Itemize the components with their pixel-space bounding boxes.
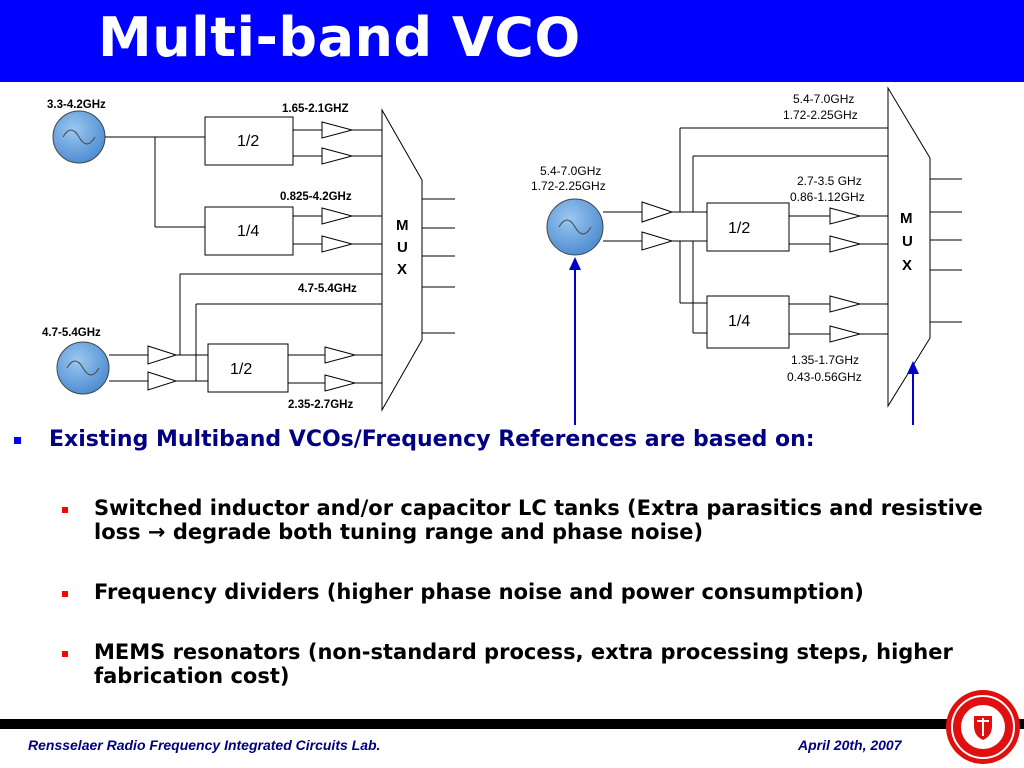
right-bot-freq-1: 1.35-1.7GHz	[791, 353, 859, 367]
right-mux	[887, 86, 931, 408]
left-divider-1-2-bottom	[207, 343, 289, 393]
left-mux-u: U	[397, 239, 408, 256]
right-mux-u: U	[902, 233, 913, 250]
right-mux-m: M	[900, 210, 913, 227]
left-div-label-b: 1/4	[237, 223, 259, 240]
bullet-marker-sub1	[62, 507, 68, 513]
right-mid-freq-1: 2.7-3.5 GHz	[797, 174, 862, 188]
right-top-freq-1: 5.4-7.0GHz	[793, 92, 854, 106]
right-mux-x: X	[902, 257, 912, 274]
left-band-4: 2.35-2.7GHz	[288, 399, 353, 411]
left-divider-1-4	[204, 206, 294, 256]
bullet-marker-sub2	[62, 591, 68, 597]
left-mux	[381, 108, 423, 412]
left-mux-m: M	[396, 217, 409, 234]
bullet-marker-main	[14, 437, 21, 444]
right-top-freq-2: 1.72-2.25GHz	[783, 108, 858, 122]
right-osc-freq-1: 5.4-7.0GHz	[540, 164, 601, 178]
left-mux-x: X	[397, 261, 407, 278]
left-band-2: 0.825-4.2GHz	[280, 191, 352, 203]
right-div-label-a: 1/2	[728, 220, 750, 237]
right-osc-freq-2: 1.72-2.25GHz	[531, 179, 606, 193]
bullet-main: Existing Multiband VCOs/Frequency Refere…	[49, 427, 815, 452]
left-diagram	[52, 108, 455, 412]
title-bar: Multi-band VCO	[0, 0, 1024, 82]
right-bot-freq-2: 0.43-0.56GHz	[787, 370, 862, 384]
bullet-sub-3: MEMS resonators (non-standard process, e…	[94, 640, 953, 688]
right-divider-1-4	[706, 295, 790, 349]
left-osc1-freq: 3.3-4.2GHz	[47, 99, 106, 111]
bullet-sub-2: Frequency dividers (higher phase noise a…	[94, 580, 864, 604]
slide-title: Multi-band VCO	[98, 6, 581, 69]
left-div-label-a: 1/2	[237, 133, 259, 150]
right-diagram	[546, 86, 962, 408]
footer-divider	[0, 719, 1024, 729]
vco-diagram: 3.3-4.2GHz 4.7-5.4GHz 1/2 1/4 1/2 1.65-2…	[42, 86, 962, 425]
footer-lab-name: Rensselaer Radio Frequency Integrated Ci…	[28, 737, 381, 753]
left-osc2-freq: 4.7-5.4GHz	[42, 327, 101, 339]
left-band-1: 1.65-2.1GHZ	[282, 103, 348, 115]
footer-date: April 20th, 2007	[798, 737, 902, 753]
rpi-seal-logo	[946, 690, 1020, 764]
right-div-label-b: 1/4	[728, 313, 750, 330]
right-mid-freq-2: 0.86-1.12GHz	[790, 190, 865, 204]
control-arrows	[569, 257, 919, 425]
bullet-marker-sub3	[62, 651, 68, 657]
left-divider-1-2-top	[204, 116, 294, 166]
bullet-sub-1: Switched inductor and/or capacitor LC ta…	[94, 496, 983, 544]
left-band-3: 4.7-5.4GHz	[298, 283, 357, 295]
right-divider-1-2	[706, 202, 790, 252]
left-div-label-c: 1/2	[230, 361, 252, 378]
